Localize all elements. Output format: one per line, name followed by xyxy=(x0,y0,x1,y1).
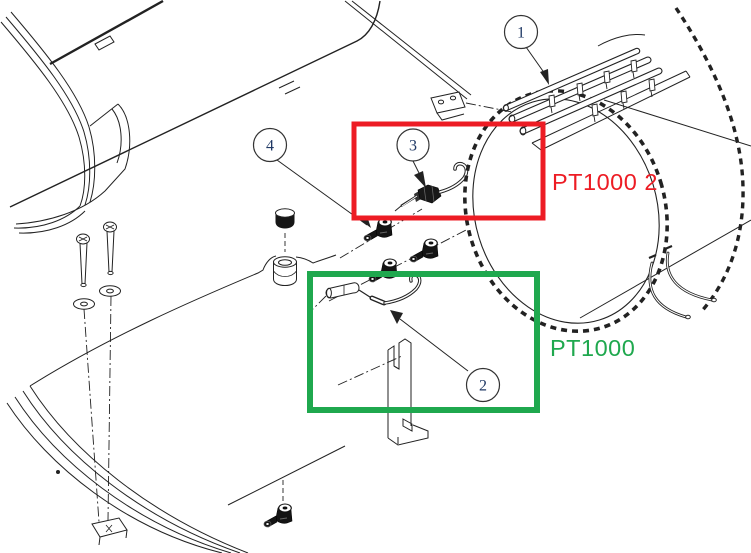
label-pt1000-2: PT1000 2 xyxy=(552,169,658,195)
callout-4-circle xyxy=(252,127,288,163)
callout-1-arrowhead xyxy=(540,69,549,85)
heater-wires xyxy=(648,244,717,320)
callout-3-arrowhead xyxy=(414,171,426,188)
sensor-mount-bracket xyxy=(430,91,466,121)
callout-2: 2 xyxy=(390,310,501,403)
callout-2-number: 2 xyxy=(479,378,487,395)
callout-1-circle xyxy=(503,14,539,50)
bottom-elbow-fitting xyxy=(263,503,293,528)
callout-1-number: 1 xyxy=(517,25,525,42)
annotation-layer: PT1000 2 PT1000 xyxy=(307,121,658,413)
insulation-band-back xyxy=(674,7,745,314)
callout-1: 1 xyxy=(503,14,549,85)
mounting-bracket-part xyxy=(387,338,429,446)
red-highlight-box xyxy=(351,121,546,221)
callout-2-arrowhead xyxy=(390,310,403,324)
temp-probe-3 xyxy=(394,161,469,212)
heater-rod-assembly xyxy=(502,34,691,151)
green-highlight-box xyxy=(307,271,540,413)
tank-body xyxy=(6,0,381,553)
callout-3-circle xyxy=(396,128,430,162)
rod-clips xyxy=(548,59,656,123)
temp-probe-2 xyxy=(308,273,422,314)
bottom-flange xyxy=(91,517,128,546)
callout-3: 3 xyxy=(396,128,430,188)
callout-2-circle xyxy=(465,367,501,403)
plug-and-bung xyxy=(273,208,297,287)
mounting-screws xyxy=(73,221,121,310)
label-pt1000: PT1000 xyxy=(550,335,635,361)
callout-4-number: 4 xyxy=(266,138,274,155)
callout-3-number: 3 xyxy=(409,138,417,155)
